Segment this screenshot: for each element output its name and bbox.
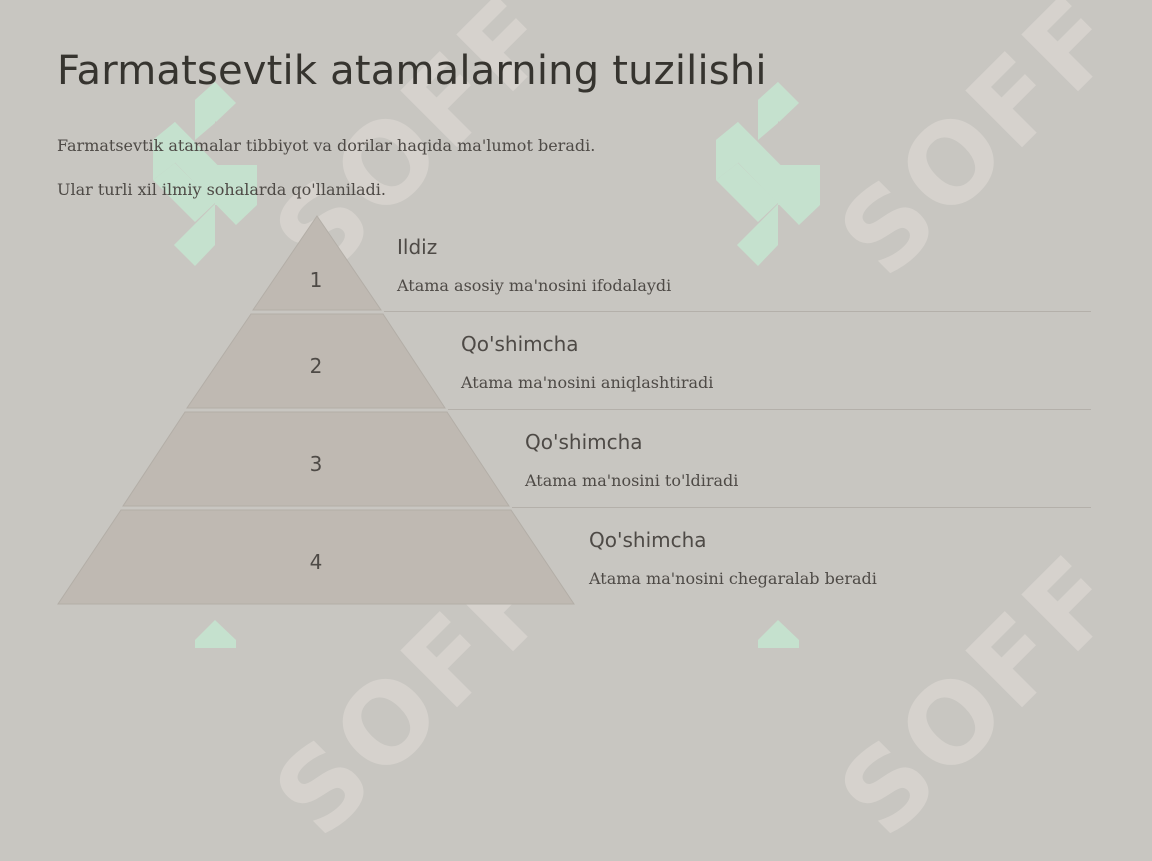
level-separator xyxy=(384,311,1091,312)
level-2-description: Atama ma'nosini aniqlashtiradi xyxy=(461,373,714,392)
level-1-description: Atama asosiy ma'nosini ifodalaydi xyxy=(397,276,672,295)
pyramid-level-2-shape xyxy=(186,313,446,409)
level-separator xyxy=(512,507,1091,508)
intro-paragraph-2: Ular turli xil ilmiy sohalarda qo'llanil… xyxy=(57,180,386,199)
level-2-number: 2 xyxy=(309,354,323,378)
level-3-number: 3 xyxy=(309,452,323,476)
level-1-number: 1 xyxy=(309,268,323,292)
slide-title: Farmatsevtik atamalarning tuzilishi xyxy=(57,48,767,94)
pyramid-diagram xyxy=(57,215,575,605)
level-4-number: 4 xyxy=(309,550,323,574)
level-3-title: Qo'shimcha xyxy=(525,430,643,454)
pyramid-level-3-shape xyxy=(122,411,510,507)
level-separator xyxy=(448,409,1091,410)
level-1-title: Ildiz xyxy=(397,235,438,259)
level-2-title: Qo'shimcha xyxy=(461,332,579,356)
level-4-title: Qo'shimcha xyxy=(589,528,707,552)
level-4-description: Atama ma'nosini chegaralab beradi xyxy=(589,569,877,588)
pyramid-level-4-shape xyxy=(57,509,575,605)
intro-paragraph-1: Farmatsevtik atamalar tibbiyot va dorila… xyxy=(57,136,596,155)
pyramid-level-1-shape xyxy=(252,215,382,311)
level-3-description: Atama ma'nosini to'ldiradi xyxy=(525,471,739,490)
